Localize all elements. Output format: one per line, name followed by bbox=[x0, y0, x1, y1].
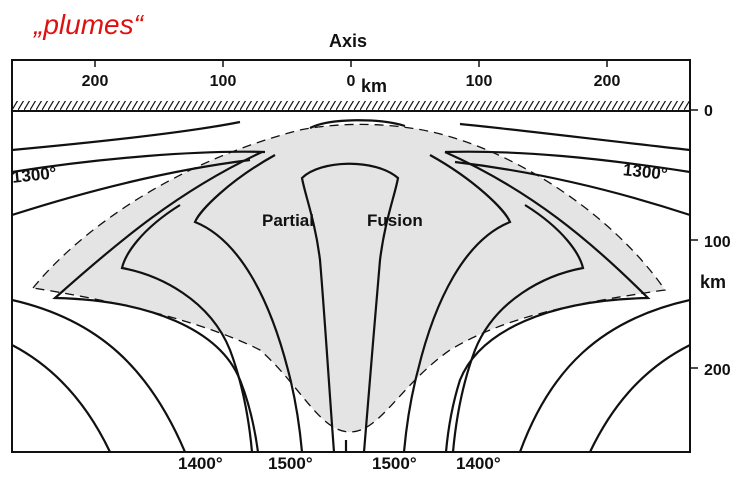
isotherm-label-1500-right: 1500° bbox=[372, 454, 417, 473]
isotherm-label-1300-right: 1300° bbox=[622, 160, 669, 184]
right-scale bbox=[690, 109, 698, 369]
axis-title: Axis bbox=[329, 31, 367, 51]
top-tick-0: 0 bbox=[347, 73, 356, 90]
right-tick-0: 0 bbox=[704, 103, 713, 120]
top-tick-100-right: 100 bbox=[466, 73, 493, 90]
isotherm-label-1300-left: 1300° bbox=[11, 163, 58, 187]
isotherm-label-1400-right: 1400° bbox=[456, 454, 501, 473]
isotherm-label-1500-left: 1500° bbox=[268, 454, 313, 473]
isotherm-lines-upper bbox=[12, 119, 690, 217]
top-tick-100-left: 100 bbox=[210, 73, 237, 90]
isotherm-1500 bbox=[120, 154, 585, 452]
zone-label-fusion: Fusion bbox=[367, 211, 423, 230]
isotherm-label-1400-left: 1400° bbox=[178, 454, 223, 473]
surface-hatch bbox=[12, 101, 690, 111]
top-scale bbox=[94, 60, 608, 67]
partial-fusion-zone bbox=[31, 123, 667, 433]
right-tick-200: 200 bbox=[704, 362, 731, 379]
right-tick-100: 100 bbox=[704, 234, 731, 251]
central-plume bbox=[300, 162, 400, 452]
top-scale-unit: km bbox=[361, 76, 387, 96]
isotherm-1400 bbox=[12, 150, 690, 452]
zone-label-partial: Partial bbox=[262, 211, 314, 230]
plumes-caption: „plumes“ bbox=[33, 9, 145, 40]
right-scale-unit: km bbox=[700, 272, 726, 292]
top-tick-200-right: 200 bbox=[594, 73, 621, 90]
top-tick-200-left: 200 bbox=[82, 73, 109, 90]
